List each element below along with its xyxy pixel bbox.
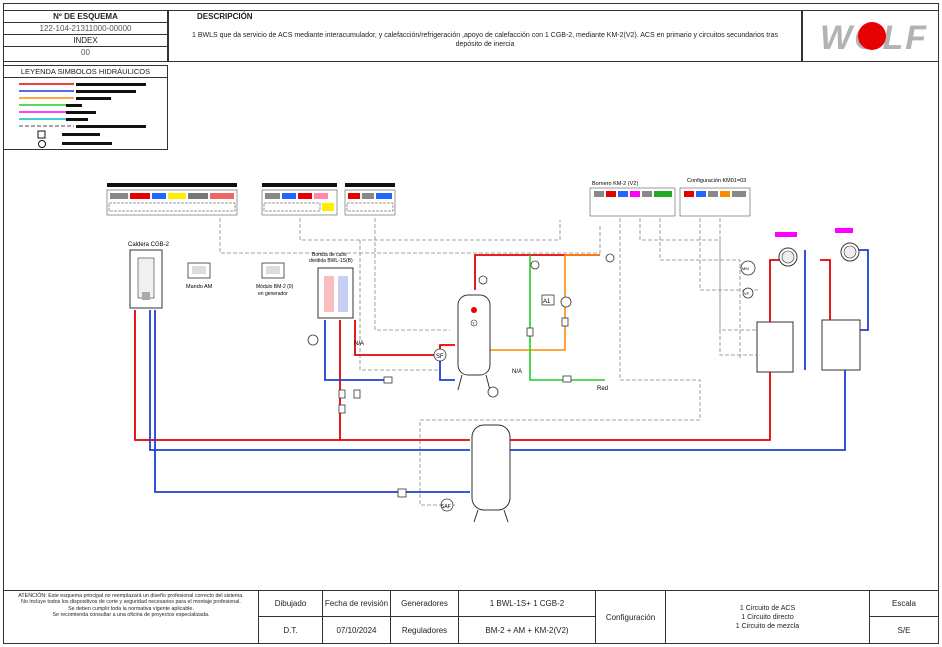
escala-value: S/E	[897, 625, 911, 635]
fecha-value: 07/10/2024	[323, 617, 391, 643]
index-label: INDEX	[4, 35, 167, 47]
logo-box: WOLF	[802, 10, 939, 62]
svg-text:dividida BWL-1S(B): dividida BWL-1S(B)	[309, 258, 353, 264]
magenta-bar-2	[835, 228, 853, 233]
config-line-1: 1 Circuito de ACS	[739, 604, 796, 612]
config-line-3: 1 Circuito de mezcla	[735, 622, 800, 630]
descripcion-text: 1 BWLS que da servicio de ACS mediante i…	[192, 32, 778, 48]
legend-symbols	[19, 83, 146, 148]
atencion-line-2: No incluye todos los dispositivos de cor…	[21, 599, 241, 606]
magenta-bar-1	[775, 232, 797, 237]
esquema-value: 122-104-21311000-00000	[4, 23, 167, 35]
atencion-block: ATENCIÓN: Este esquema principal no reem…	[4, 591, 259, 643]
generadores-label: Generadores	[391, 591, 459, 617]
escala-label: Escala	[870, 591, 938, 617]
terminal-block-bm2	[261, 183, 338, 216]
reguladores-label: Reguladores	[391, 617, 459, 643]
svg-text:Red: Red	[597, 386, 608, 392]
descripcion-box: DESCRIPCIÓN 1 BWLS que da servicio de AC…	[168, 10, 802, 62]
svg-text:MM: MM	[742, 266, 749, 271]
descripcion-label: DESCRIPCIÓN	[197, 12, 253, 21]
inertia-tank	[471, 424, 511, 523]
dhw-tank: T	[457, 294, 491, 391]
caldera-cgb2: Caldera CGB-2	[128, 242, 170, 309]
hydraulic-diagram: Bornero KM-2 (V2) Configuración KM01=03 …	[106, 178, 869, 523]
svg-text:VF: VF	[744, 291, 750, 296]
fecha-label: Fecha de revisión	[323, 591, 391, 617]
svg-text:N/A: N/A	[512, 369, 522, 375]
configuracion-label: Configuración	[596, 591, 666, 643]
reguladores-value: BM-2 + AM + KM-2(V2)	[459, 617, 596, 643]
svg-text:A1: A1	[543, 299, 551, 305]
svg-text:SF: SF	[436, 354, 444, 360]
atencion-line-4: Se recomienda consultar a una oficina de…	[52, 612, 210, 619]
modulo-bm2: Módulo BM-2 (0) en generador	[256, 262, 294, 297]
svg-text:en generador: en generador	[258, 291, 288, 297]
svg-text:Módulo BM-2 (0): Módulo BM-2 (0)	[256, 284, 294, 290]
wolf-logo: WOLF	[820, 19, 926, 57]
terminal-block-km2: Bornero KM-2 (V2) Configuración KM01=03	[589, 178, 751, 217]
svg-text:T: T	[472, 321, 475, 326]
esquema-label: Nº DE ESQUEMA	[4, 11, 167, 23]
pipes-green	[529, 255, 605, 381]
mando-am: Mando AM	[186, 262, 213, 290]
config-line-2: 1 Circuito directo	[741, 613, 794, 621]
svg-text:Bornero KM-2 (V2): Bornero KM-2 (V2)	[592, 181, 638, 187]
control-wiring	[219, 218, 770, 506]
terminal-block-caldera	[106, 183, 238, 216]
svg-text:Mando AM: Mando AM	[186, 284, 213, 290]
svg-text:Caldera CGB-2: Caldera CGB-2	[128, 242, 170, 248]
mixing-station-1	[756, 321, 794, 373]
dibujado-label: Dibujado	[259, 591, 323, 617]
logo-red-dot	[858, 22, 886, 50]
index-value: 00	[81, 48, 90, 57]
dibujado-value: D.T.	[259, 617, 323, 643]
atencion-line-3: Se deben cumplir toda la normativa vigen…	[68, 605, 194, 612]
terminal-block-3	[344, 183, 396, 216]
footer: ATENCIÓN: Este esquema principal no reem…	[3, 590, 939, 644]
mixing-station-2	[821, 319, 861, 371]
legend-box: LEYENDA SIMBOLOS HIDRÁULICOS	[3, 65, 168, 150]
esquema-box: Nº DE ESQUEMA 122-104-21311000-00000 IND…	[3, 10, 168, 62]
svg-text:Configuración KM01=03: Configuración KM01=03	[687, 178, 746, 184]
bomba-calor: Bomba de calor dividida BWL-1S(B)	[309, 252, 354, 319]
configuracion-values: 1 Circuito de ACS 1 Circuito directo 1 C…	[666, 591, 870, 643]
svg-text:Bomba de calor: Bomba de calor	[312, 252, 347, 258]
svg-text:SAF: SAF	[441, 504, 451, 510]
legend-title: LEYENDA SIMBOLOS HIDRÁULICOS	[4, 66, 167, 78]
svg-text:N/A: N/A	[354, 341, 364, 347]
atencion-line-1: ATENCIÓN: Este esquema principal no reem…	[18, 593, 244, 599]
generadores-value: 1 BWL-1S+ 1 CGB-2	[459, 591, 596, 617]
